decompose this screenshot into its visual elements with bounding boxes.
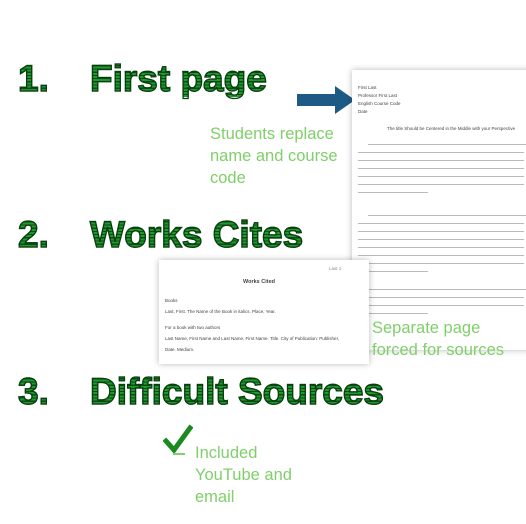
header-line: English Course Code <box>358 101 401 106</box>
citation-line: Date. Medium. <box>165 347 195 352</box>
header-line: First Last <box>358 85 377 90</box>
text-line <box>358 263 524 265</box>
text-line <box>358 152 524 154</box>
page-number: Last 1 <box>329 266 342 271</box>
text-line <box>358 255 524 257</box>
caption-line: YouTube and <box>195 466 292 484</box>
document-title: The title Should be Centered in the Midd… <box>387 126 516 131</box>
heading-number: 1. <box>17 58 49 99</box>
text-line <box>358 192 428 194</box>
text-line <box>358 239 524 241</box>
text-line <box>368 215 526 217</box>
text-line <box>358 247 524 249</box>
citation-line: Last Name, First Name and Last Name, Fir… <box>165 336 340 341</box>
caption-difficult: Included YouTube and email <box>195 442 292 508</box>
heading-title: Difficult Sources <box>89 371 384 412</box>
caption-line: name and course <box>210 147 338 165</box>
citation-line: For a book with two authors <box>165 325 221 330</box>
caption-first-page: Students replace name and course code <box>210 123 338 189</box>
text-line <box>358 297 524 299</box>
caption-line: Separate page <box>372 319 481 337</box>
caption-sources: Separate page forced for sources <box>372 317 504 361</box>
text-line <box>358 184 524 186</box>
heading-number: 2. <box>17 214 49 255</box>
heading-difficult-sources: 3. Difficult Sources <box>17 371 384 412</box>
caption-line: code <box>210 169 246 187</box>
text-line <box>368 144 526 146</box>
text-line <box>358 160 524 162</box>
citation-line: Last, First. The Name of the Book in ita… <box>165 309 276 314</box>
text-line <box>358 168 524 170</box>
caption-line: forced for sources <box>372 341 505 359</box>
first-page-document: First Last Professor First Last English … <box>352 70 526 350</box>
arrow-right-icon <box>297 86 355 114</box>
heading-works-cited: 2. Works Cites <box>17 214 304 255</box>
header-line: Professor First Last <box>358 93 398 98</box>
text-line <box>358 271 428 273</box>
text-line <box>358 313 428 315</box>
caption-line: Students replace <box>210 125 334 143</box>
heading-number: 3. <box>17 371 49 412</box>
heading-title: Works Cites <box>89 214 304 255</box>
heading-title: First page <box>89 58 267 99</box>
text-line <box>358 231 524 233</box>
works-cited-document: Last 1 Works Cited Books Last, First. Th… <box>159 260 369 364</box>
header-line: Date <box>358 109 368 114</box>
works-cited-title: Works Cited <box>243 279 275 285</box>
text-line <box>358 176 524 178</box>
text-line <box>358 305 524 307</box>
text-line <box>368 289 526 291</box>
checkmark-icon <box>163 424 193 455</box>
text-line <box>358 223 524 225</box>
citation-line: Books <box>165 298 178 303</box>
caption-line: Included <box>195 444 258 462</box>
heading-first-page: 1. First page <box>17 58 267 99</box>
caption-line: email <box>195 488 235 506</box>
